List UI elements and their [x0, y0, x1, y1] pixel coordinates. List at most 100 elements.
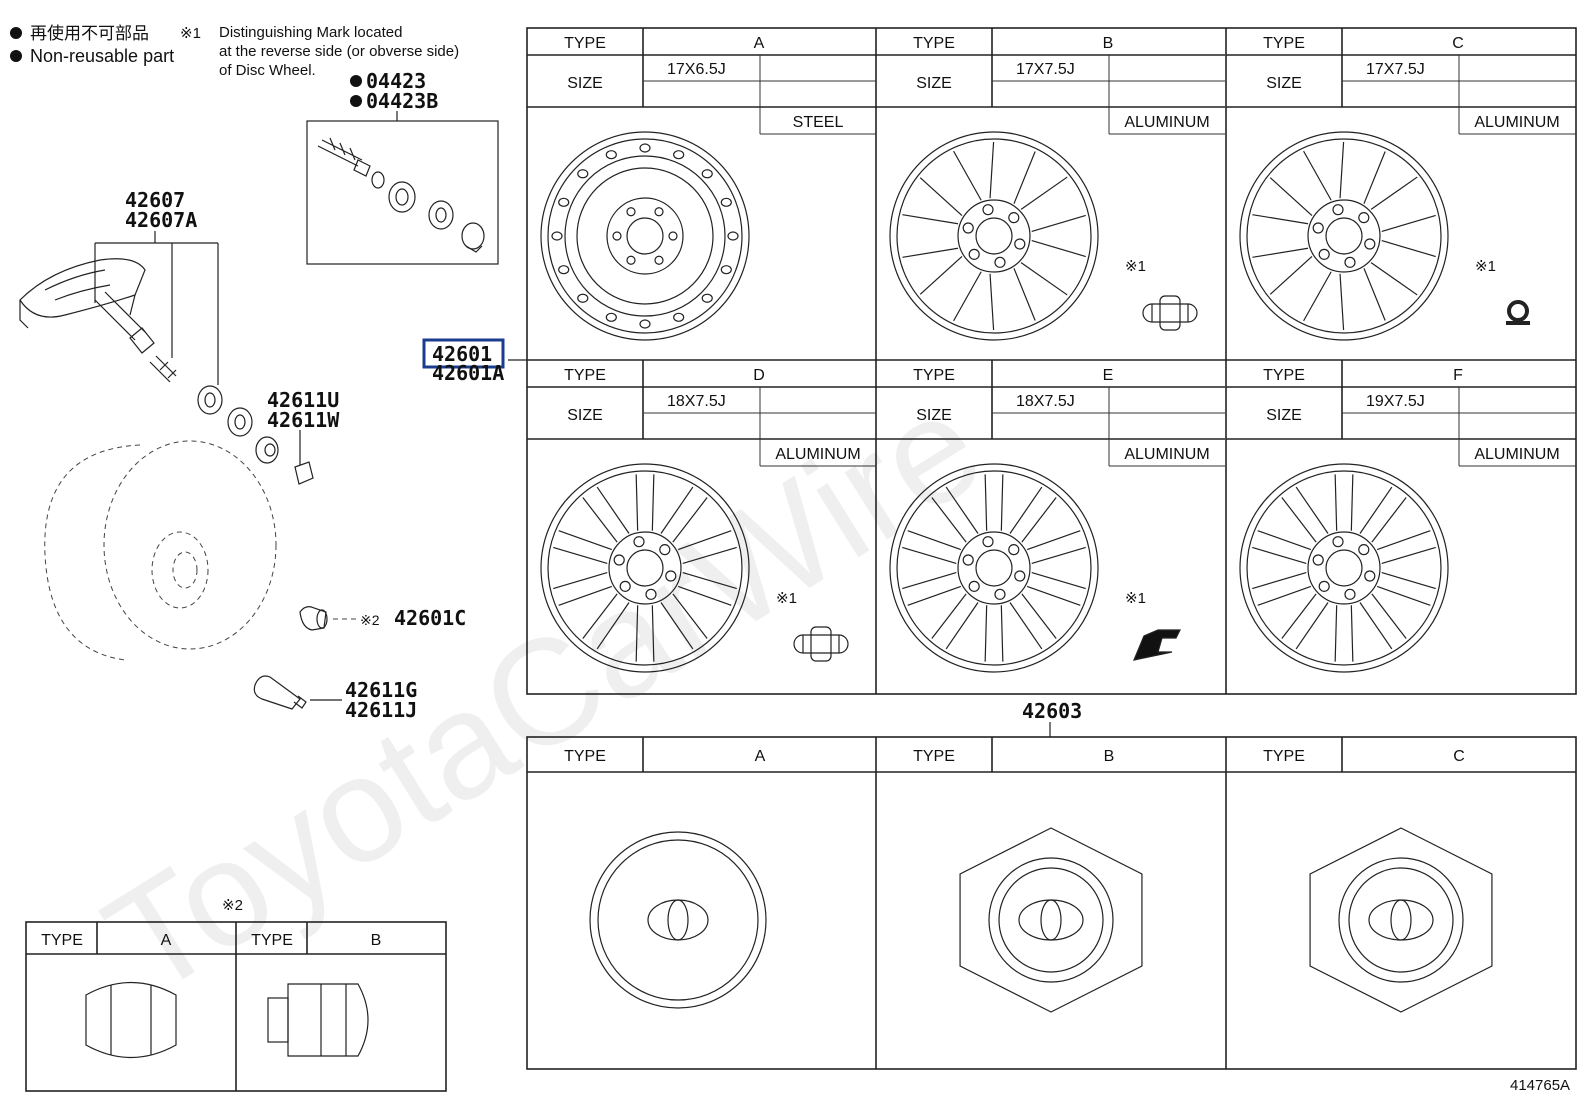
wheel-size-value: 18X7.5J — [667, 393, 726, 410]
wheel-size-value: 17X6.5J — [667, 61, 726, 78]
wheel-material-value: ALUMINUM — [1124, 114, 1209, 131]
distinguishing-mark-note: ※1 — [1125, 258, 1146, 275]
lug-nut-small-icon — [299, 606, 328, 631]
wheel-b-icon — [889, 131, 1099, 341]
wheel-type-value: C — [1452, 35, 1464, 52]
wheel-c-icon — [1239, 131, 1449, 341]
tire-outline-icon — [44, 440, 277, 661]
cap-type-value: B — [1104, 748, 1115, 765]
nut-cell-a: TYPE A — [41, 932, 177, 1059]
nut-note-marker: ※2 — [222, 897, 243, 914]
wheel-size-value: 19X7.5J — [1366, 393, 1425, 410]
wheel-type-label: TYPE — [1263, 35, 1305, 52]
valve-kit-parts-icon — [317, 137, 485, 253]
legend-note-line2: at the reverse side (or obverse side) — [219, 43, 459, 60]
tpms-washers-icon — [197, 385, 314, 485]
tpms-sensor-icon — [19, 258, 177, 383]
part-number-42611u[interactable]: 42611U — [267, 388, 339, 412]
wheel-size-value: 18X7.5J — [1016, 393, 1075, 410]
cap-cell-b: TYPE B — [913, 748, 1143, 1013]
watermark: ToyotaCarWire — [78, 359, 1008, 1027]
wheel-material-value: ALUMINUM — [1474, 446, 1559, 463]
cap-type-label: TYPE — [913, 748, 955, 765]
lug-nut-b-icon — [267, 983, 369, 1057]
wheel-size-label: SIZE — [916, 407, 952, 424]
wheel-type-value: B — [1103, 35, 1114, 52]
part-42601-highlight-box — [422, 338, 505, 369]
valve-stem-icon — [253, 675, 307, 710]
wheel-type-value: D — [753, 367, 765, 384]
cap-table — [526, 736, 1577, 1070]
valve-kit-group: 04423 04423B — [306, 69, 499, 265]
legend-note-marker: ※1 — [180, 25, 201, 42]
non-reusable-bullet-icon — [10, 27, 22, 39]
wheel-material-value: STEEL — [793, 114, 844, 131]
wheel-type-label: TYPE — [1263, 367, 1305, 384]
cap-type-label: TYPE — [1263, 748, 1305, 765]
nut-type-label: TYPE — [41, 932, 83, 949]
nut-type-value: B — [371, 932, 382, 949]
cap-type-label: TYPE — [564, 748, 606, 765]
wheel-type-label: TYPE — [564, 35, 606, 52]
nut-type-value: A — [161, 932, 172, 949]
center-cap-c-icon — [1309, 827, 1493, 1013]
wheel-material-value: ALUMINUM — [1474, 114, 1559, 131]
legend-en-text: Non-reusable part — [30, 46, 174, 66]
wheel-f-icon — [1239, 463, 1449, 673]
part-number-04423[interactable]: 04423 — [366, 69, 426, 93]
part-number-42603[interactable]: 42603 — [1022, 699, 1082, 723]
figure-id: 414765A — [1510, 1077, 1570, 1094]
wheel-type-label: TYPE — [564, 367, 606, 384]
distinguishing-mark-icon — [1506, 300, 1530, 325]
wheel-material-value: ALUMINUM — [1124, 446, 1209, 463]
distinguishing-mark-icon — [793, 626, 849, 662]
lug-nut-a-icon — [85, 981, 177, 1059]
part-number-42611g[interactable]: 42611G — [345, 678, 417, 702]
part-number-04423b[interactable]: 04423B — [366, 89, 438, 113]
part-number-42601c[interactable]: 42601C — [394, 606, 466, 630]
wheel-type-label: TYPE — [913, 367, 955, 384]
legend: 再使用不可部品 Non-reusable part ※1 Distinguish… — [10, 23, 459, 79]
wheel-a-icon — [540, 131, 750, 341]
center-cap-a-icon — [589, 831, 767, 1009]
distinguishing-mark-note: ※1 — [1125, 590, 1146, 607]
wheel-cell-a: TYPE A SIZE 17X6.5J STEEL — [527, 28, 876, 341]
wheel-e-icon — [889, 463, 1099, 673]
wheel-d-icon — [540, 463, 750, 673]
cap-cell-a: TYPE A — [564, 748, 767, 1009]
non-reusable-bullet-icon — [350, 95, 362, 107]
legend-note-line3: of Disc Wheel. — [219, 62, 316, 79]
wheel-size-label: SIZE — [916, 75, 952, 92]
wheel-type-value: A — [754, 35, 765, 52]
part-number-42601a[interactable]: 42601A — [432, 361, 504, 385]
nut-cell-b: TYPE B — [251, 932, 382, 1057]
wheel-table — [526, 27, 1577, 695]
legend-note-line1: Distinguishing Mark located — [219, 24, 402, 41]
note-2-marker: ※2 — [360, 612, 380, 628]
wheel-size-label: SIZE — [567, 75, 603, 92]
wheel-size-label: SIZE — [1266, 407, 1302, 424]
distinguishing-mark-icon — [1133, 629, 1181, 661]
wheel-size-label: SIZE — [567, 407, 603, 424]
center-cap-b-icon — [959, 827, 1143, 1013]
distinguishing-mark-note: ※1 — [1475, 258, 1496, 275]
nut-type-label: TYPE — [251, 932, 293, 949]
cap-type-value: A — [755, 748, 766, 765]
nut-table — [25, 921, 447, 1092]
distinguishing-mark-note: ※1 — [776, 590, 797, 607]
part-number-42611j[interactable]: 42611J — [345, 698, 417, 722]
wheel-size-label: SIZE — [1266, 75, 1302, 92]
part-number-42601[interactable]: 42601 — [432, 342, 492, 366]
distinguishing-mark-icon — [1142, 295, 1198, 331]
part-number-42611w[interactable]: 42611W — [267, 408, 340, 432]
valve-kit-box — [306, 120, 499, 265]
part-number-42607a[interactable]: 42607A — [125, 208, 197, 232]
part-number-42607[interactable]: 42607 — [125, 188, 185, 212]
tpms-sensor-group: 42607 42607A 42611U 42611W — [19, 188, 340, 485]
